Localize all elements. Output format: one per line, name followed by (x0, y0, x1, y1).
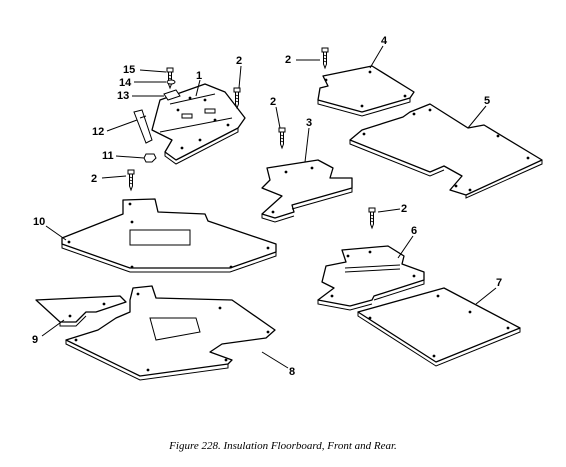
svg-text:14: 14 (119, 77, 132, 89)
callout-7: 7 (475, 277, 502, 305)
part-3-floorboard (261, 159, 353, 223)
callout-9: 9 (32, 319, 65, 346)
callout-13: 13 (117, 90, 164, 102)
part-11-nut (143, 153, 157, 163)
figure-caption: Figure 228. Insulation Floorboard, Front… (169, 440, 397, 452)
svg-text:13: 13 (117, 90, 129, 102)
svg-text:8: 8 (289, 366, 295, 378)
part-8-floorboard (65, 285, 276, 381)
svg-text:1: 1 (196, 70, 202, 82)
svg-text:4: 4 (381, 35, 388, 47)
svg-text:10: 10 (33, 216, 45, 228)
callout-10: 10 (33, 216, 67, 241)
svg-text:5: 5 (484, 95, 490, 107)
part-4-floorboard (317, 65, 415, 117)
part-6-floorboard (317, 245, 425, 311)
svg-text:2: 2 (285, 54, 291, 66)
part-1-floorboard-assembly (151, 83, 246, 165)
callout-15: 15 (123, 64, 167, 76)
svg-text:15: 15 (123, 64, 135, 76)
callout-5: 5 (467, 95, 490, 129)
part-7-floorboard (357, 287, 521, 367)
svg-text:2: 2 (91, 173, 97, 185)
svg-text:9: 9 (32, 334, 38, 346)
part-15-screw (166, 67, 174, 89)
part-14-washer (166, 79, 176, 85)
part-9-floorboard (35, 295, 127, 327)
callout-2-c: 2 (270, 96, 281, 129)
callout-6: 6 (397, 225, 417, 259)
part-10-floorboard (61, 198, 277, 273)
svg-text:2: 2 (236, 55, 242, 67)
callout-2-d: 2 (91, 173, 127, 185)
callout-4: 4 (369, 35, 388, 69)
callout-14: 14 (119, 77, 166, 89)
callout-2-e: 2 (377, 203, 407, 215)
callout-8: 8 (261, 351, 295, 378)
svg-text:7: 7 (496, 277, 502, 289)
callout-3: 3 (304, 117, 312, 163)
part-2-screw-d (127, 169, 135, 191)
part-5-floorboard (349, 103, 543, 199)
callout-2-a: 2 (236, 55, 242, 89)
svg-text:2: 2 (401, 203, 407, 215)
svg-text:12: 12 (92, 126, 104, 138)
part-2-screw-e (368, 207, 376, 229)
callout-2-b: 2 (285, 54, 320, 66)
callout-1: 1 (195, 70, 202, 97)
part-13-clip (163, 89, 181, 101)
svg-text:6: 6 (411, 225, 417, 237)
part-12-bracket (133, 109, 153, 144)
callout-11: 11 (102, 150, 145, 162)
callout-12: 12 (92, 119, 138, 138)
svg-text:2: 2 (270, 96, 276, 108)
part-2-screw-b (321, 47, 329, 69)
svg-text:11: 11 (102, 150, 114, 162)
svg-text:3: 3 (306, 117, 312, 129)
part-2-screw-c (278, 127, 286, 149)
